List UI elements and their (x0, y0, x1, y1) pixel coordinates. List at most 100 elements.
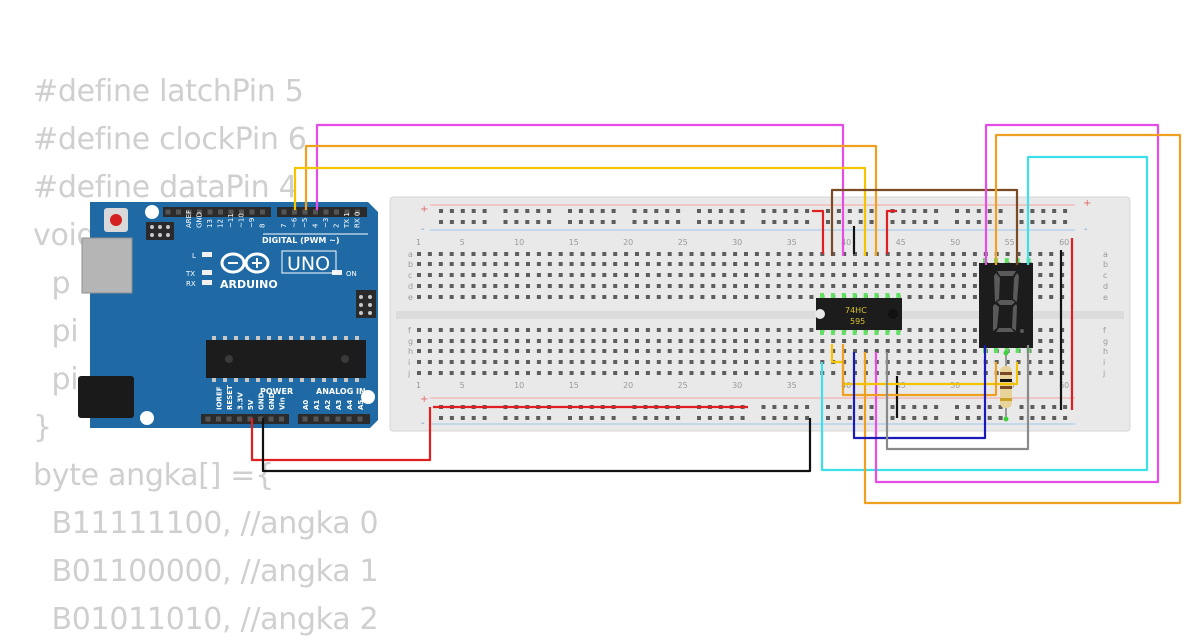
column-number: 30 (732, 238, 742, 247)
seven-segment-display[interactable] (979, 263, 1033, 348)
header-pin[interactable] (205, 416, 211, 422)
wire-orange-qd[interactable] (863, 133, 1182, 505)
header-pin[interactable] (218, 209, 223, 215)
column-number: 20 (623, 381, 633, 390)
row-letter: b (1103, 260, 1108, 269)
row-letter: i (408, 358, 410, 367)
header-pin[interactable] (165, 209, 171, 215)
row-letter: e (1103, 293, 1108, 302)
column-number: 10 (514, 238, 524, 247)
wire-orange-qf[interactable] (841, 344, 998, 397)
wire-red-rail[interactable] (812, 209, 825, 254)
row-letter: h (1103, 347, 1108, 356)
pin-label: 8 (259, 224, 267, 228)
header-pin[interactable] (324, 416, 330, 422)
header-pin[interactable] (237, 416, 242, 422)
code-background: #define latchPin 5#define clockPin 6#def… (33, 68, 379, 644)
header-pin[interactable] (258, 416, 263, 422)
header-pin[interactable] (292, 209, 297, 215)
header-pin[interactable] (313, 416, 319, 422)
rail-plus-label: + (420, 394, 428, 405)
pin-label: IOREF (216, 386, 224, 410)
digital-header[interactable] (277, 207, 367, 217)
header-pin[interactable] (302, 209, 308, 215)
pin-label: RESET (226, 385, 234, 410)
resistor[interactable] (1000, 350, 1012, 422)
header-pin[interactable] (207, 209, 213, 215)
column-number: 5 (460, 238, 465, 247)
header-pin[interactable] (357, 416, 363, 422)
arduino-infinity-icon (220, 252, 270, 274)
pin-label: 12 (217, 219, 225, 228)
header-pin[interactable] (346, 416, 352, 422)
digital-header-label: DIGITAL (PWM ~) (262, 236, 340, 245)
wire-cyan-qb[interactable] (820, 155, 1149, 472)
header-pin[interactable] (239, 209, 244, 215)
header-pin[interactable] (176, 209, 181, 215)
digital-header[interactable] (163, 207, 271, 217)
wire-yellow-pin4[interactable] (293, 166, 867, 256)
code-line: #define latchPin 5 (33, 74, 304, 109)
column-number: 30 (732, 381, 742, 390)
header-pin[interactable] (268, 416, 274, 422)
header-pin[interactable] (249, 209, 255, 215)
column-number: 50 (950, 381, 960, 390)
header-pin[interactable] (344, 209, 350, 215)
wire-blue-qg[interactable] (852, 345, 987, 440)
power-header[interactable] (201, 414, 289, 424)
power-label: POWER (260, 387, 293, 396)
header-pin[interactable] (226, 416, 232, 422)
circuit-canvas[interactable]: + - + - + - 1155101015152020252530303535… (0, 0, 1200, 630)
header-pin[interactable] (355, 209, 360, 215)
code-line: p (33, 266, 71, 301)
code-line: byte angka[] ={ (33, 458, 274, 493)
header-pin[interactable] (281, 209, 287, 215)
pin-label: ~10 (238, 213, 246, 228)
row-letter: f (1103, 326, 1106, 335)
row-letter: i (1103, 358, 1105, 367)
wire-red-rail[interactable] (885, 209, 897, 254)
wire-magenta-qc[interactable] (874, 123, 1160, 484)
header-pin[interactable] (228, 209, 234, 215)
header-pin[interactable] (335, 416, 341, 422)
column-number: 20 (623, 238, 633, 247)
header-pin[interactable] (216, 416, 221, 422)
column-number: 1 (416, 381, 421, 390)
header-pin[interactable] (334, 209, 339, 215)
wire-brown-qa[interactable] (830, 188, 1019, 265)
analog-label: ANALOG IN (316, 387, 366, 396)
row-letter: h (408, 347, 413, 356)
header-pin[interactable] (260, 209, 265, 215)
code-line: #define clockPin 6 (33, 122, 307, 157)
header-pin[interactable] (247, 416, 253, 422)
wires[interactable] (250, 123, 1182, 505)
rail-minus-label: - (421, 418, 425, 429)
wire-gray-qh[interactable] (885, 345, 1030, 451)
column-number: 55 (1005, 238, 1015, 247)
wire-red-5v[interactable] (250, 407, 432, 462)
row-letter: c (1103, 271, 1107, 280)
wire-black-gnd[interactable] (261, 418, 812, 473)
pin-label: A1 (313, 400, 321, 410)
header-pin[interactable] (279, 416, 284, 422)
usb-port (81, 237, 133, 294)
wire-orange-pin6[interactable] (304, 144, 878, 256)
header-pin[interactable] (302, 416, 308, 422)
column-number: 40 (841, 238, 851, 247)
header-pin[interactable] (197, 209, 202, 215)
digital-pins[interactable] (165, 209, 361, 215)
header-pin[interactable] (313, 209, 318, 215)
pin-label: Vin (279, 397, 287, 410)
analog-header[interactable] (298, 414, 370, 424)
code-line: B01100000, //angka 1 (33, 554, 379, 589)
header-pin[interactable] (323, 209, 329, 215)
row-letter: g (408, 337, 413, 346)
header-pin[interactable] (186, 209, 192, 215)
column-number: 25 (678, 238, 688, 247)
column-number: 45 (896, 238, 906, 247)
power-analog-pins[interactable] (205, 416, 363, 422)
pin-label: 2 (333, 224, 341, 228)
column-number: 5 (460, 381, 465, 390)
